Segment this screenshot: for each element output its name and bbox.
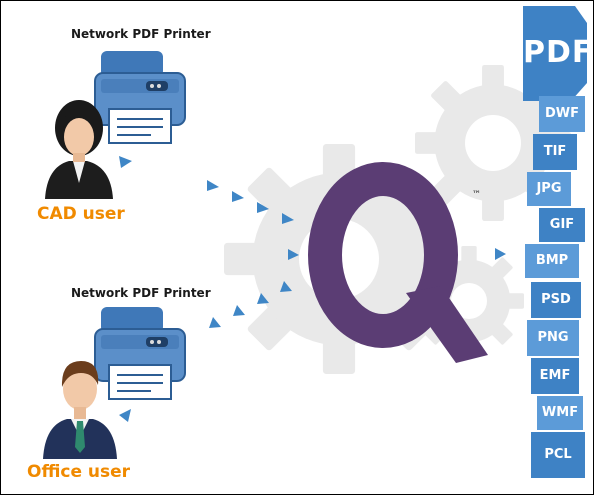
office-user-label: Office user	[27, 462, 131, 482]
format-tile-emf: EMF	[539, 368, 571, 383]
gear-icon	[414, 246, 524, 356]
gear-icon	[415, 65, 571, 221]
cad-user-label: CAD user	[37, 204, 125, 224]
format-tile-tif: TIF	[543, 144, 567, 159]
printer-icon	[94, 51, 186, 144]
format-tile-gif: GIF	[549, 217, 575, 232]
format-tile-png: PNG	[537, 330, 569, 345]
printer-icon	[94, 307, 186, 400]
format-tile-jpg: JPG	[536, 181, 562, 196]
top-printer-title: Network PDF Printer	[71, 27, 211, 41]
format-tile-wmf: WMF	[541, 405, 579, 420]
trademark-mark: ™	[472, 190, 481, 200]
arrow-icon	[119, 281, 292, 422]
arrow-icon	[119, 156, 506, 260]
format-tiles	[523, 6, 587, 478]
format-tile-psd: PSD	[541, 292, 571, 307]
user-man-icon	[43, 361, 117, 459]
q-logo-icon	[308, 162, 488, 363]
format-tile-bmp: BMP	[535, 253, 569, 268]
format-tile-dwf: DWF	[544, 106, 579, 121]
format-tile-pcl: PCL	[544, 447, 572, 462]
bottom-printer-title: Network PDF Printer	[71, 286, 211, 300]
format-tile-pdf: PDF	[523, 35, 594, 70]
user-woman-icon	[45, 100, 113, 199]
